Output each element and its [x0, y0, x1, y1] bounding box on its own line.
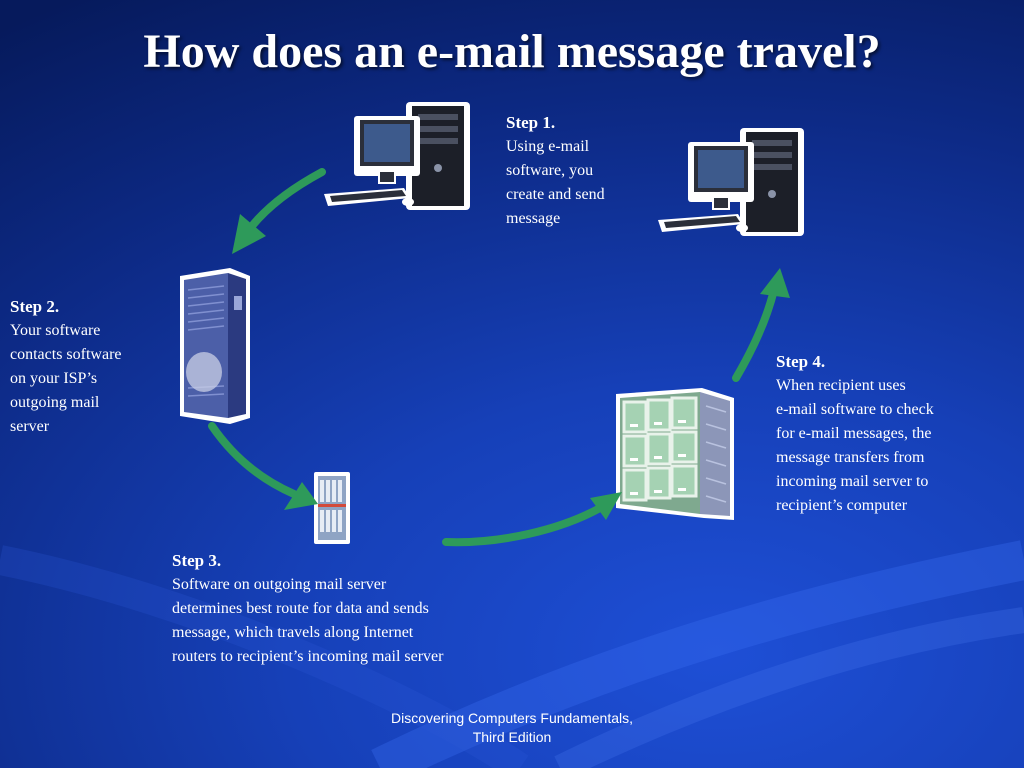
step-1-body: Using e-mail software, you create and se… [506, 138, 605, 227]
arrow-step3-to-step4 [442, 504, 604, 547]
flow-arrow-icon [590, 492, 622, 520]
recipient-computer-icon [658, 128, 804, 236]
step-3-text: Step 3. Software on outgoing mail server… [172, 549, 512, 669]
step-2-text: Step 2. Your software contacts software … [10, 295, 170, 439]
arrow-step1-to-step2 [248, 168, 326, 230]
step-2-body: Your software contacts software on your … [10, 322, 122, 435]
step-4-body: When recipient uses e-mail software to c… [776, 377, 934, 514]
slide-footer: Discovering Computers Fundamentals, Thir… [391, 710, 633, 745]
sender-computer-icon [324, 102, 470, 210]
flow-arrow-icon [760, 268, 790, 298]
arrow-step2-to-step3 [208, 422, 298, 498]
step-3-body: Software on outgoing mail server determi… [172, 576, 444, 665]
step-4-heading: Step 4. [776, 352, 826, 371]
step-2-heading: Step 2. [10, 297, 60, 316]
flow-arrow-icon [284, 482, 318, 510]
step-1-heading: Step 1. [506, 113, 556, 132]
incoming-mail-server-icon [616, 388, 734, 520]
arrow-step4-to-recipient [732, 286, 778, 382]
internet-router-icon [314, 472, 350, 544]
step-4-text: Step 4. When recipient uses e-mail softw… [776, 350, 996, 518]
step-3-heading: Step 3. [172, 551, 222, 570]
flow-arrow-icon [232, 214, 266, 254]
outgoing-mail-server-icon [180, 268, 250, 424]
step-1-text: Step 1. Using e-mail software, you creat… [506, 111, 666, 231]
slide-title: How does an e-mail message travel? [143, 25, 881, 78]
